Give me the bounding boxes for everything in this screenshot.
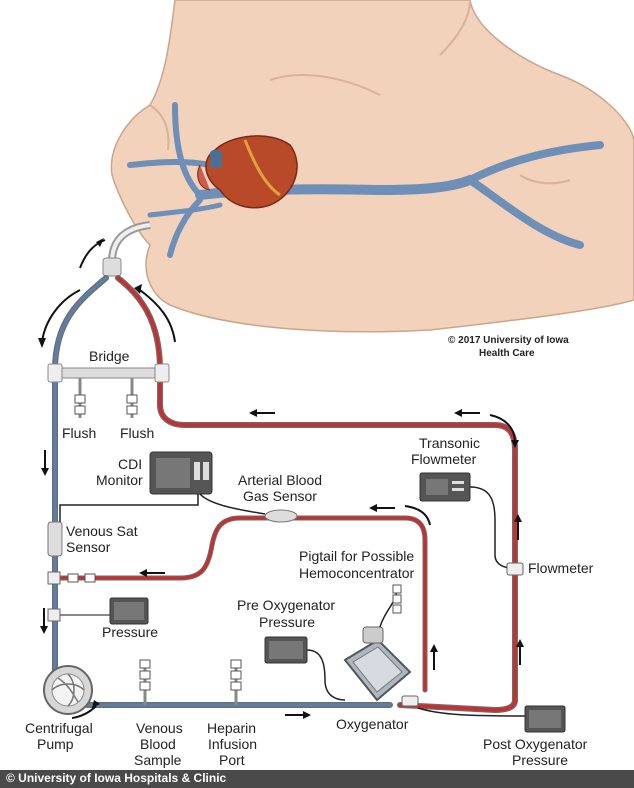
pigtail-port bbox=[392, 584, 402, 594]
label-cdi-monitor-2: Monitor bbox=[96, 472, 143, 488]
arterial-tubing bbox=[57, 275, 518, 714]
flow-arrow bbox=[404, 505, 431, 526]
label-transonic-2: Flowmeter bbox=[411, 451, 477, 467]
coronary-artery bbox=[243, 139, 281, 197]
heart-illustration bbox=[197, 135, 298, 209]
flow-arrows bbox=[38, 238, 524, 719]
aortic-arch bbox=[197, 164, 211, 191]
flow-arrow bbox=[139, 289, 176, 343]
copyright-line-1: © 2017 University of Iowa bbox=[448, 335, 569, 346]
bridge-bar bbox=[49, 367, 167, 379]
venous-tubing bbox=[52, 275, 393, 708]
centrifugal-pump bbox=[43, 665, 93, 715]
label-venous-sat-1: Venous Sat bbox=[66, 523, 138, 539]
label-centrifugal-1: Centrifugal bbox=[25, 720, 93, 736]
superior-vena-cava bbox=[210, 150, 222, 168]
label-venous-blood-1: Venous bbox=[136, 720, 183, 736]
post-oxygenator-pressure-monitor bbox=[417, 705, 566, 733]
label-heparin-3: Port bbox=[219, 752, 245, 768]
cannula-connector bbox=[102, 221, 151, 277]
label-flush-left: Flush bbox=[62, 425, 96, 441]
transonic-flowmeter-device bbox=[419, 472, 513, 569]
label-venous-sat-2: Sensor bbox=[66, 539, 111, 555]
flush-port-left bbox=[74, 394, 86, 404]
pre-oxygenator-pressure-monitor bbox=[264, 636, 346, 701]
label-venous-blood-3: Sample bbox=[134, 752, 182, 768]
footer-credit: © University of Iowa Hospitals & Clinic bbox=[6, 771, 227, 785]
heparin-infusion-port bbox=[230, 659, 242, 705]
label-post-oxy-2: Pressure bbox=[512, 752, 568, 768]
venous-line bbox=[53, 276, 392, 707]
torso-skin bbox=[110, 0, 634, 333]
label-cdi-monitor-1: CDI bbox=[118, 456, 142, 472]
venous-sat-sensor bbox=[47, 521, 63, 557]
label-heparin-2: Infusion bbox=[208, 736, 257, 752]
subclavian-vein bbox=[127, 158, 213, 168]
label-transonic-1: Transonic bbox=[419, 435, 480, 451]
footer-bar bbox=[0, 770, 634, 788]
bridge-connector bbox=[47, 363, 170, 418]
label-heparin-1: Heparin bbox=[207, 720, 256, 736]
shoulder-contour bbox=[149, 104, 170, 151]
cannula-vessel bbox=[147, 202, 223, 218]
copyright-line-2: Health Care bbox=[479, 348, 535, 359]
label-pre-oxy-1: Pre Oxygenator bbox=[237, 597, 335, 613]
venous-blood-sample-port bbox=[139, 659, 151, 705]
flow-arrow bbox=[489, 414, 516, 443]
iliac-vein-upper bbox=[466, 141, 604, 184]
label-pressure: Pressure bbox=[102, 624, 158, 640]
iliac-vein-lower bbox=[466, 176, 584, 249]
oxygenator-top-port bbox=[362, 626, 384, 644]
label-pre-oxy-2: Pressure bbox=[259, 614, 315, 630]
label-flush-right: Flush bbox=[120, 425, 154, 441]
flowmeter-clip bbox=[506, 562, 524, 576]
shunt-line bbox=[58, 516, 427, 692]
label-pigtail-2: Hemoconcentrator bbox=[299, 565, 415, 581]
pressure-monitor bbox=[47, 597, 149, 625]
abg-sensor bbox=[264, 509, 298, 523]
chest-contour bbox=[269, 74, 381, 96]
label-bridge: Bridge bbox=[89, 348, 130, 364]
flush-port-right bbox=[126, 394, 138, 404]
label-oxygenator: Oxygenator bbox=[336, 716, 409, 732]
jugular-vein bbox=[172, 102, 203, 198]
arm-contour bbox=[439, 0, 471, 56]
label-arterial-2: Gas Sensor bbox=[243, 488, 317, 504]
label-centrifugal-2: Pump bbox=[37, 736, 74, 752]
patient-torso bbox=[110, 0, 634, 333]
cdi-cable bbox=[59, 494, 199, 522]
arterial-line bbox=[116, 276, 517, 712]
cdi-monitor bbox=[59, 451, 266, 522]
flow-arrow bbox=[71, 705, 97, 719]
y-connector bbox=[102, 257, 122, 277]
flow-arrow bbox=[41, 289, 81, 343]
label-arterial-1: Arterial Blood bbox=[238, 472, 322, 488]
label-pigtail-1: Pigtail for Possible bbox=[299, 548, 414, 564]
label-post-oxy-1: Post Oxygenator bbox=[483, 736, 588, 752]
hip-contour bbox=[519, 174, 571, 185]
flow-arrow bbox=[79, 239, 106, 269]
labels: Bridge Flush Flush CDI Monitor Arterial … bbox=[25, 348, 594, 768]
cannulated-vein bbox=[167, 197, 203, 258]
label-flowmeter: Flowmeter bbox=[528, 560, 594, 576]
oxygenator bbox=[343, 584, 419, 707]
label-venous-blood-2: Blood bbox=[140, 736, 176, 752]
